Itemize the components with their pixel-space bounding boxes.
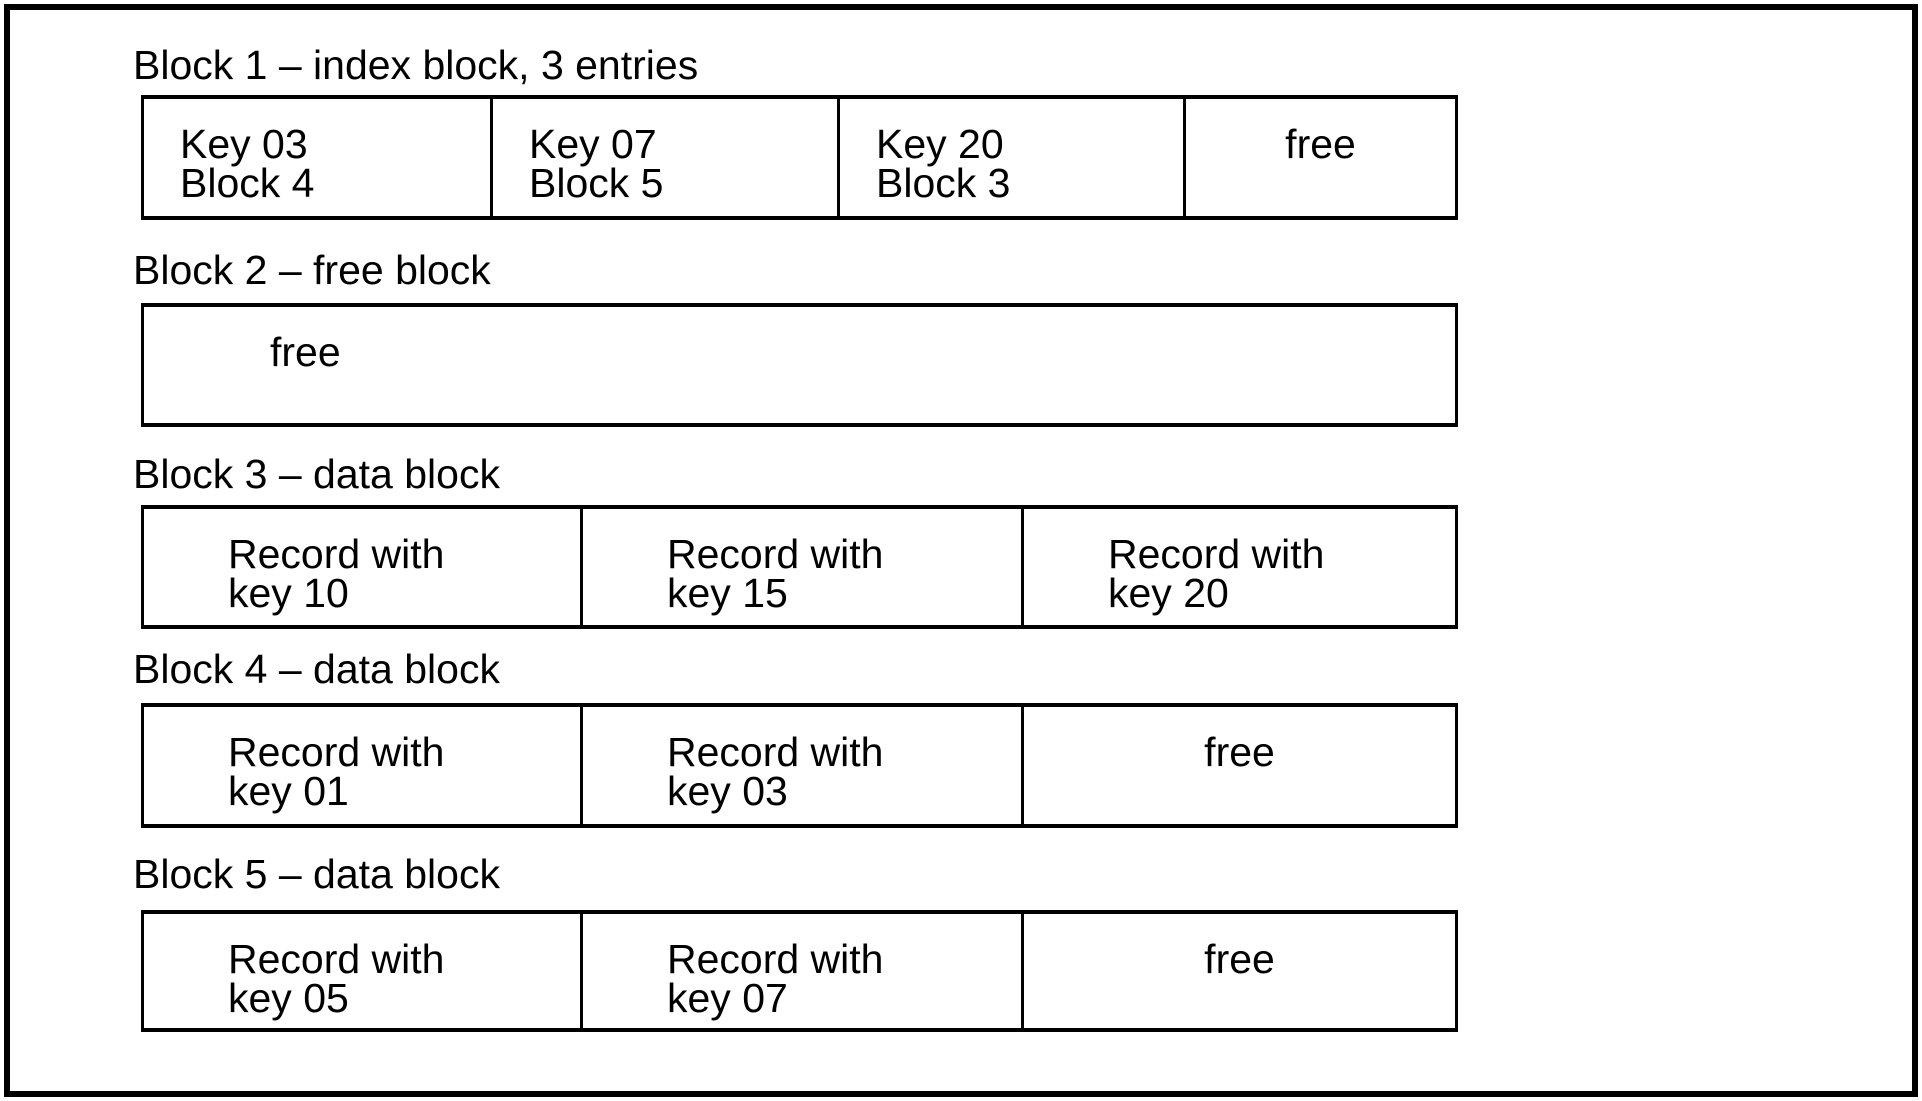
block-4-record-2: Record with key 03 (583, 707, 1024, 824)
block-3-record-2: Record with key 15 (583, 509, 1024, 625)
block-1-table: Key 03 Block 4 Key 07 Block 5 Key 20 Blo… (141, 95, 1458, 220)
entry-pointer: Block 3 (876, 160, 1011, 206)
record-key: key 05 (228, 975, 349, 1021)
empty-line (270, 372, 1455, 411)
block-3-record-1: Record with key 10 (144, 509, 583, 625)
block-3-record-3: Record with key 20 (1024, 509, 1455, 625)
block-2-free-slot: free (144, 307, 1455, 423)
block-3-label: Block 3 – data block (133, 451, 500, 497)
block-2-table: free (141, 303, 1458, 427)
block-1-label: Block 1 – index block, 3 entries (133, 42, 699, 88)
block-4-table: Record with key 01 Record with key 03 fr… (141, 703, 1458, 828)
record-line: Record with (667, 936, 884, 982)
block-4-free-slot: free (1024, 707, 1455, 824)
record-key: key 15 (667, 570, 788, 616)
record-key: key 20 (1108, 570, 1229, 616)
record-key: key 01 (228, 768, 349, 814)
record-line: Record with (667, 729, 884, 775)
block-2-label: Block 2 – free block (133, 247, 491, 293)
block-4-label: Block 4 – data block (133, 646, 500, 692)
empty-line (1024, 979, 1455, 1018)
block-4-record-1: Record with key 01 (144, 707, 583, 824)
record-line: Record with (667, 531, 884, 577)
block-5-table: Record with key 05 Record with key 07 fr… (141, 910, 1458, 1032)
record-key: key 03 (667, 768, 788, 814)
block-5-record-2: Record with key 07 (583, 914, 1024, 1028)
free-label: free (270, 329, 341, 375)
block-5-label: Block 5 – data block (133, 851, 500, 897)
block-1-free-slot: free (1186, 99, 1455, 216)
record-line: Record with (1108, 531, 1325, 577)
free-label: free (1204, 936, 1275, 982)
empty-line (1186, 164, 1455, 203)
record-line: Record with (228, 936, 445, 982)
block-3-table: Record with key 10 Record with key 15 Re… (141, 505, 1458, 629)
record-line: Record with (228, 531, 445, 577)
entry-key: Key 07 (529, 121, 657, 167)
block-1-entry-1: Key 03 Block 4 (144, 99, 493, 216)
record-line: Record with (228, 729, 445, 775)
entry-key: Key 20 (876, 121, 1004, 167)
record-key: key 10 (228, 570, 349, 616)
empty-line (1024, 772, 1455, 811)
block-1-entry-2: Key 07 Block 5 (493, 99, 840, 216)
free-label: free (1285, 121, 1356, 167)
block-5-free-slot: free (1024, 914, 1455, 1028)
entry-pointer: Block 4 (180, 160, 315, 206)
outer-frame (4, 4, 1918, 1097)
block-5-record-1: Record with key 05 (144, 914, 583, 1028)
entry-pointer: Block 5 (529, 160, 664, 206)
record-key: key 07 (667, 975, 788, 1021)
free-label: free (1204, 729, 1275, 775)
block-1-entry-3: Key 20 Block 3 (840, 99, 1186, 216)
entry-key: Key 03 (180, 121, 308, 167)
